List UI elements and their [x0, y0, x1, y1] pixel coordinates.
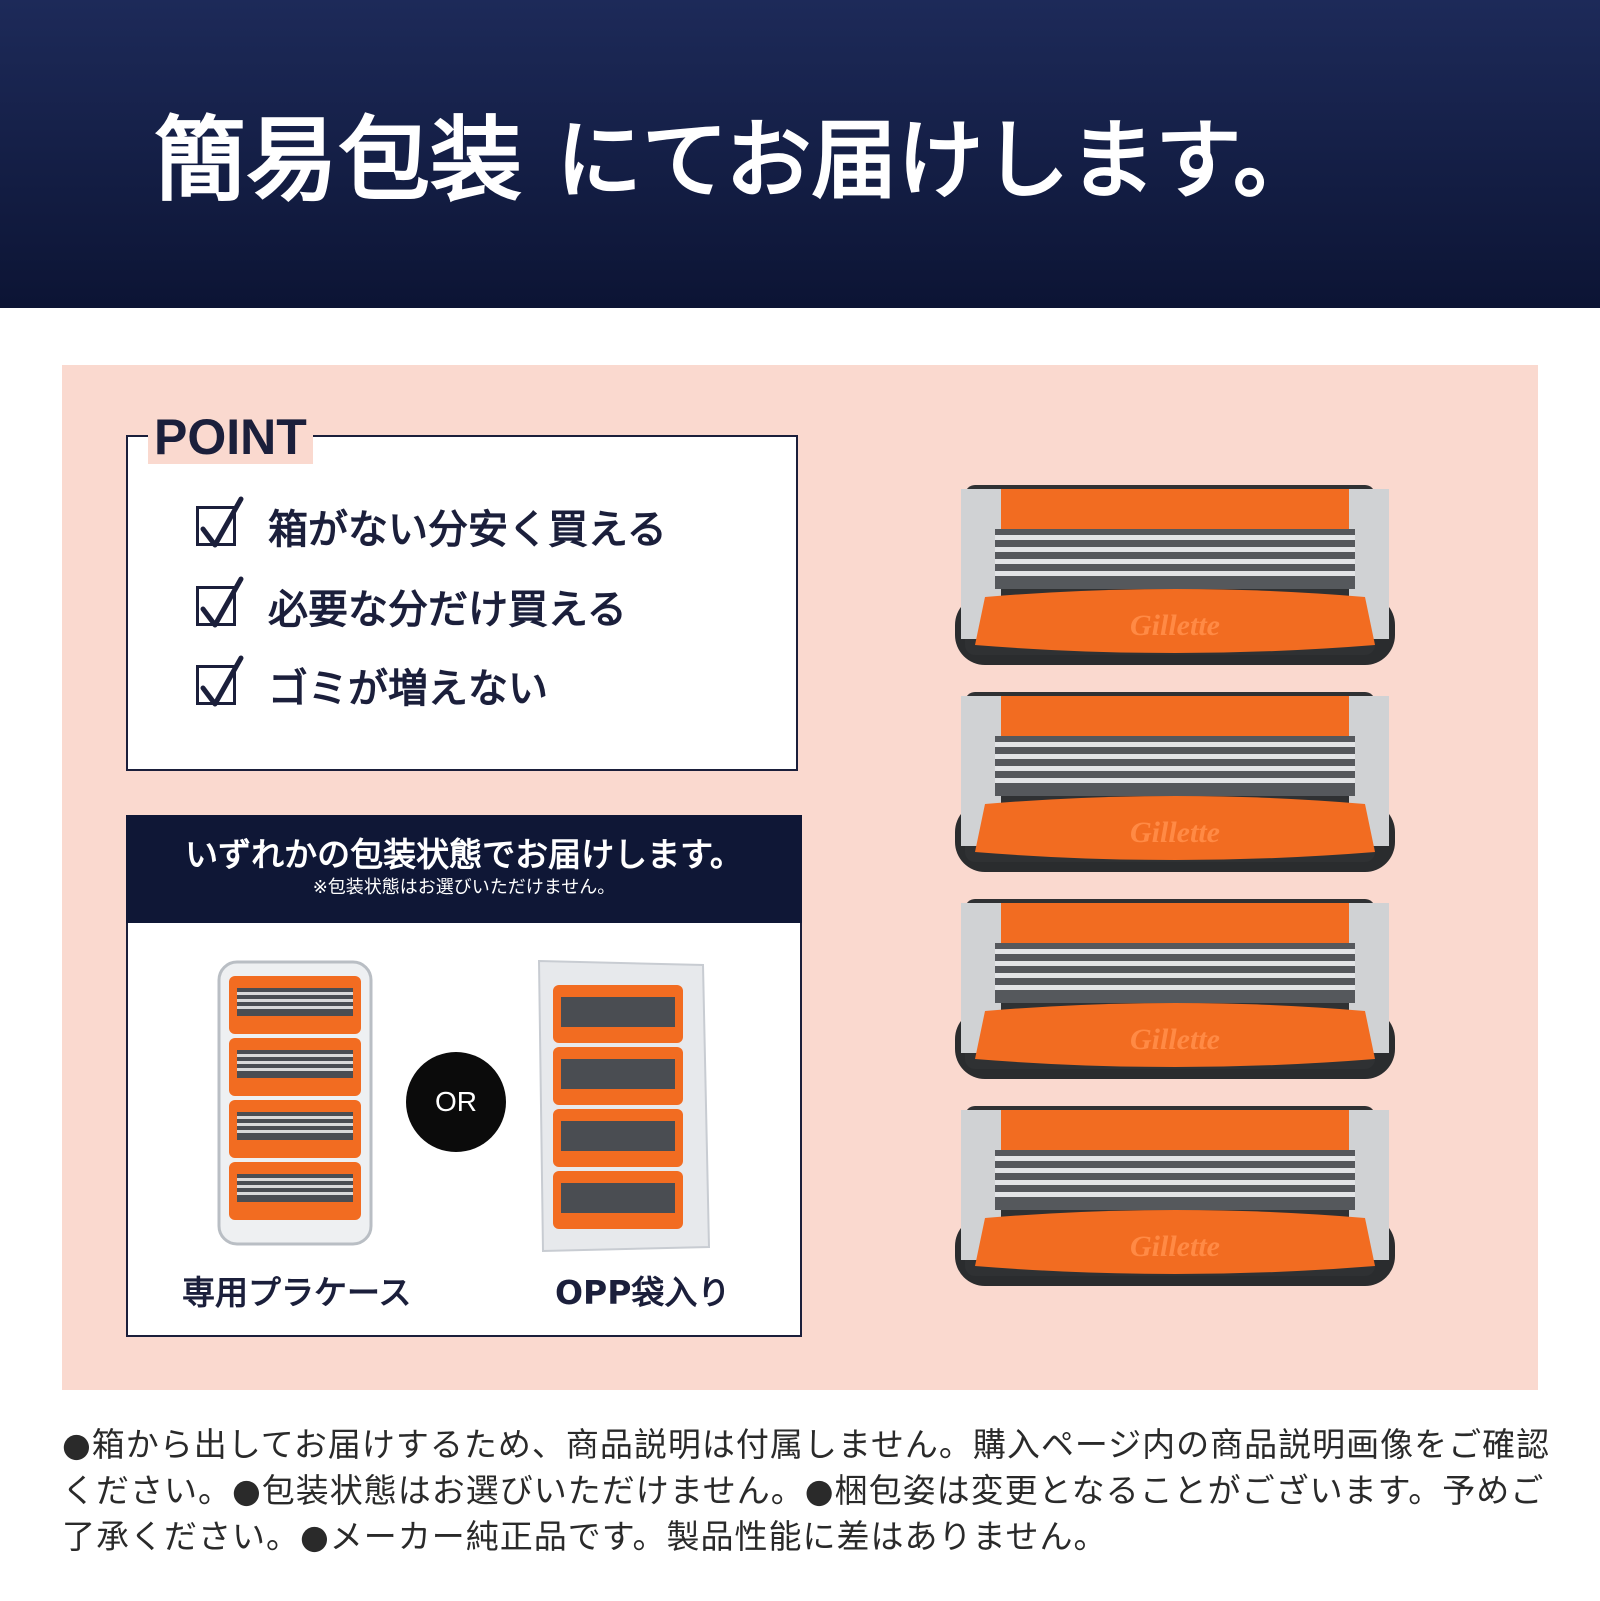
- title-emphasis-text: 簡易包装: [154, 107, 523, 214]
- opp-bag-image: [537, 959, 711, 1253]
- title-rest: にてお届けします。: [556, 111, 1319, 211]
- option-opp-bag-label: OPP袋入り: [555, 1273, 731, 1312]
- option-plastic-case-label: 専用プラケース: [182, 1273, 412, 1312]
- point-label: POINT: [148, 410, 313, 464]
- point-item: ゴミが増えない: [196, 655, 548, 714]
- point-box: [126, 435, 798, 771]
- point-item: 必要な分だけ買える: [196, 576, 627, 635]
- packaging-title: いずれかの包装状態でお届けします。: [185, 835, 743, 874]
- point-item-text: 必要な分だけ買える: [268, 587, 627, 633]
- plastic-case-image: [217, 960, 373, 1246]
- page-title: 簡易包装 にてお届けします。: [129, 96, 1319, 216]
- point-item: 箱がない分安く買える: [196, 496, 667, 555]
- packaging-header: いずれかの包装状態でお届けします。 ※包装状態はお選びいただけません。: [126, 815, 802, 923]
- point-item-text: ゴミが増えない: [268, 666, 548, 712]
- checkbox-checked-icon: [196, 496, 244, 548]
- point-item-text: 箱がない分安く買える: [268, 507, 667, 553]
- or-badge: OR: [406, 1052, 506, 1152]
- checkbox-checked-icon: [196, 655, 244, 707]
- header-banner: [0, 0, 1600, 308]
- footnote: ●箱から出してお届けするため、商品説明は付属しません。購入ページ内の商品説明画像…: [62, 1425, 1551, 1556]
- title-emphasis: 簡易包装: [129, 106, 543, 216]
- razor-cartridges-image: Gillette: [955, 485, 1395, 1286]
- packaging-note: ※包装状態はお選びいただけません。: [312, 877, 616, 898]
- checkbox-checked-icon: [196, 576, 244, 628]
